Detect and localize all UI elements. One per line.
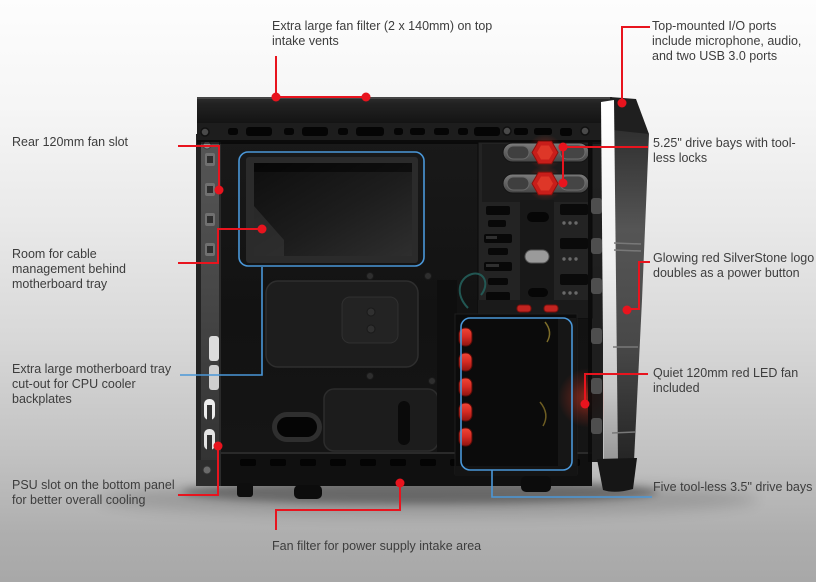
top-vent-slots — [200, 126, 590, 137]
bottom-rail — [221, 452, 592, 499]
callout-power-logo — [629, 261, 650, 310]
case-foot — [521, 476, 551, 492]
label-rear-fan-slot: Rear 120mm fan slot — [12, 135, 129, 149]
marker-dot — [558, 178, 568, 188]
label-power-logo: Glowing red SilverStone logo doubles as … — [653, 251, 815, 280]
drive-cage-525 — [477, 134, 593, 319]
tray-cutout-recess — [246, 157, 418, 263]
marker-dot — [395, 478, 405, 488]
label-top-fan-filter: Extra large fan filter (2 x 140mm) on to… — [272, 19, 493, 48]
drive-cage-35 — [454, 313, 578, 476]
highlight-boxes — [180, 151, 652, 498]
case-foot — [237, 483, 253, 497]
callout-top-io — [621, 26, 650, 101]
front-bezel-edge — [612, 130, 649, 462]
front-corner — [610, 97, 649, 134]
tool-less-clip-35 — [458, 327, 473, 447]
marker-dot — [622, 305, 632, 315]
label-led-fan: Quiet 120mm red LED fan included — [653, 366, 799, 395]
top-panel — [197, 97, 612, 144]
label-top-io-ports: Top-mounted I/O ports include microphone… — [652, 19, 802, 63]
marker-dot — [271, 92, 281, 102]
marker-dot — [617, 98, 627, 108]
red-clip-small — [516, 304, 532, 313]
marker-dot — [214, 185, 224, 195]
connector-mb-cutout — [180, 267, 263, 376]
tool-less-lock-525 — [502, 165, 590, 201]
label-psu-fan-filter: Fan filter for power supply intake area — [272, 539, 482, 553]
expansion-slot-clips — [205, 153, 215, 256]
label-cable-management: Room for cable management behind motherb… — [12, 247, 126, 291]
highlight-box-35-bays — [460, 317, 573, 471]
bezel-notches — [611, 242, 642, 434]
callout-top-fan-filter — [275, 56, 366, 98]
highlight-box-cable-area — [238, 151, 425, 267]
motherboard-tray — [265, 272, 457, 466]
rear-slot-covers — [204, 336, 219, 450]
bezel-clips — [591, 198, 602, 434]
case-foot — [294, 485, 322, 499]
marker-dot — [257, 224, 267, 234]
red-clip-small — [543, 304, 559, 313]
callout-dots — [213, 92, 632, 488]
cable-yellow — [544, 321, 551, 343]
label-psu-slot: PSU slot on the bottom panel for better … — [12, 478, 175, 507]
label-525-drive-bays: 5.25" drive bays with tool-less locks — [653, 136, 796, 165]
connector-35-bays — [491, 470, 652, 498]
callout-rear-fan — [178, 145, 220, 188]
callout-bottom-fan-filter — [275, 484, 401, 530]
label-mb-tray-cutout: Extra large motherboard tray cut-out for… — [12, 362, 172, 406]
marker-dot — [213, 441, 223, 451]
front-foot — [597, 458, 637, 492]
cable-yellow — [539, 401, 547, 427]
marker-dot — [558, 142, 568, 152]
callout-led-fan — [584, 373, 648, 402]
marker-dot — [361, 92, 371, 102]
marker-dot — [580, 399, 590, 409]
pc-case — [196, 97, 649, 499]
callout-cable-mgmt — [178, 228, 260, 264]
cable-teal — [458, 272, 487, 309]
callout-psu — [178, 448, 219, 496]
label-35-drive-bays: Five tool-less 3.5" drive bays — [653, 480, 813, 494]
